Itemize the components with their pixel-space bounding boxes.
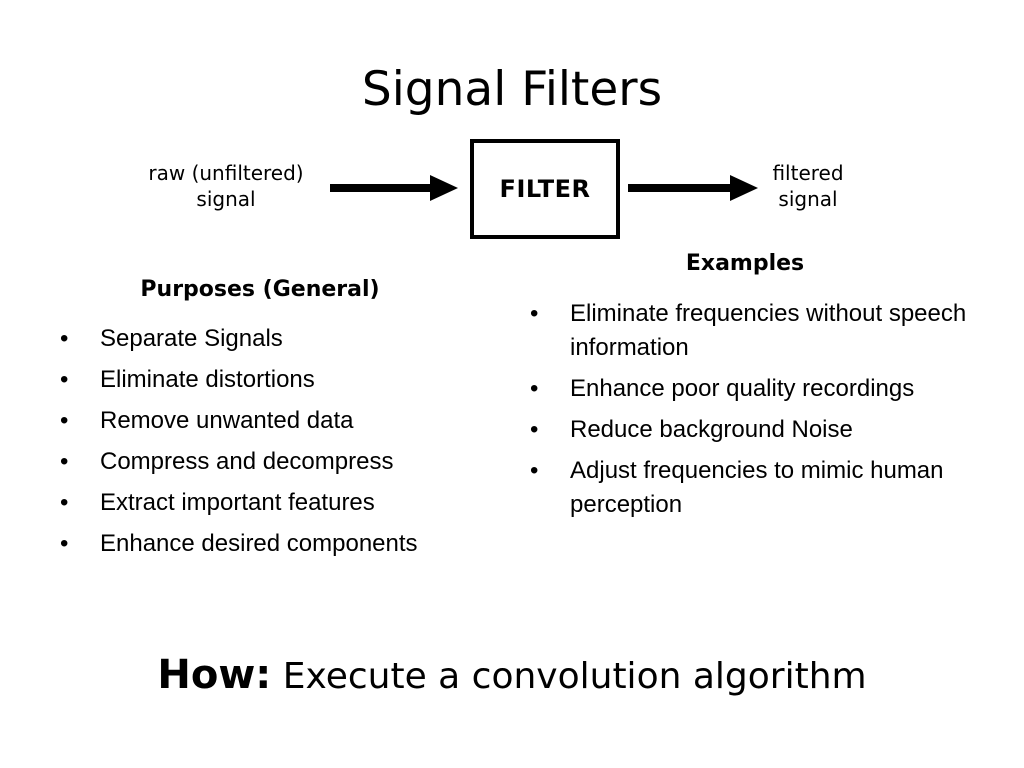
list-item-text: Adjust frequencies to mimic human percep… [570,457,944,518]
arrow-right-icon [628,175,758,201]
bullet-icon: • [60,489,69,516]
list-item: • Extract important features [60,486,500,520]
list-item: • Separate Signals [60,322,500,356]
list-item-text: Remove unwanted data [100,407,354,434]
bullet-icon: • [530,416,539,443]
arrow-right-icon [330,175,458,201]
list-item: • Remove unwanted data [60,404,500,438]
bullet-icon: • [530,457,539,484]
input-label-line-2: signal [196,187,256,211]
list-item: • Compress and decompress [60,445,500,479]
slide-title: Signal Filters [361,62,663,117]
filter-diagram: raw (unfiltered) signal FILTER filtered … [0,0,1024,260]
list-item-text: Separate Signals [100,325,283,352]
bullet-icon: • [60,530,69,557]
list-item-text: Eliminate frequencies without speech inf… [570,300,967,361]
examples-heading: Examples [685,251,805,276]
how-statement: How: Execute a convolution algorithm [0,652,1024,698]
bullet-icon: • [60,448,69,475]
list-item-text: Enhance desired components [100,530,418,557]
list-item: • Adjust frequencies to mimic human perce… [530,454,970,522]
input-label-line-1: raw (unfiltered) [148,161,304,185]
bullet-icon: • [530,300,539,327]
output-label-line-2: signal [778,187,838,211]
output-signal-label: filtered signal [760,160,856,212]
bullet-icon: • [60,366,69,393]
list-item: • Eliminate distortions [60,363,500,397]
purposes-heading: Purposes (General) [140,277,380,302]
list-item-text: Extract important features [100,489,375,516]
bullet-icon: • [530,375,539,402]
how-label: How: [157,652,272,698]
output-label-line-1: filtered [772,161,844,185]
list-item-text: Enhance poor quality recordings [570,375,915,402]
filter-box-label: FILTER [499,175,591,203]
list-item-text: Reduce background Noise [570,416,853,443]
list-item: • Enhance poor quality recordings [530,372,970,406]
purposes-list: • Separate Signals • Eliminate distortions… [60,322,500,568]
list-item-text: Compress and decompress [100,448,394,475]
how-text: Execute a convolution algorithm [282,656,867,697]
filter-box: FILTER [470,139,620,239]
bullet-icon: • [60,325,69,352]
list-item: • Enhance desired components [60,527,500,561]
input-signal-label: raw (unfiltered) signal [138,160,314,212]
list-item-text: Eliminate distortions [100,366,315,393]
bullet-icon: • [60,407,69,434]
list-item: • Eliminate frequencies without speech in… [530,297,970,365]
list-item: • Reduce background Noise [530,413,970,447]
examples-list: • Eliminate frequencies without speech in… [530,297,970,529]
